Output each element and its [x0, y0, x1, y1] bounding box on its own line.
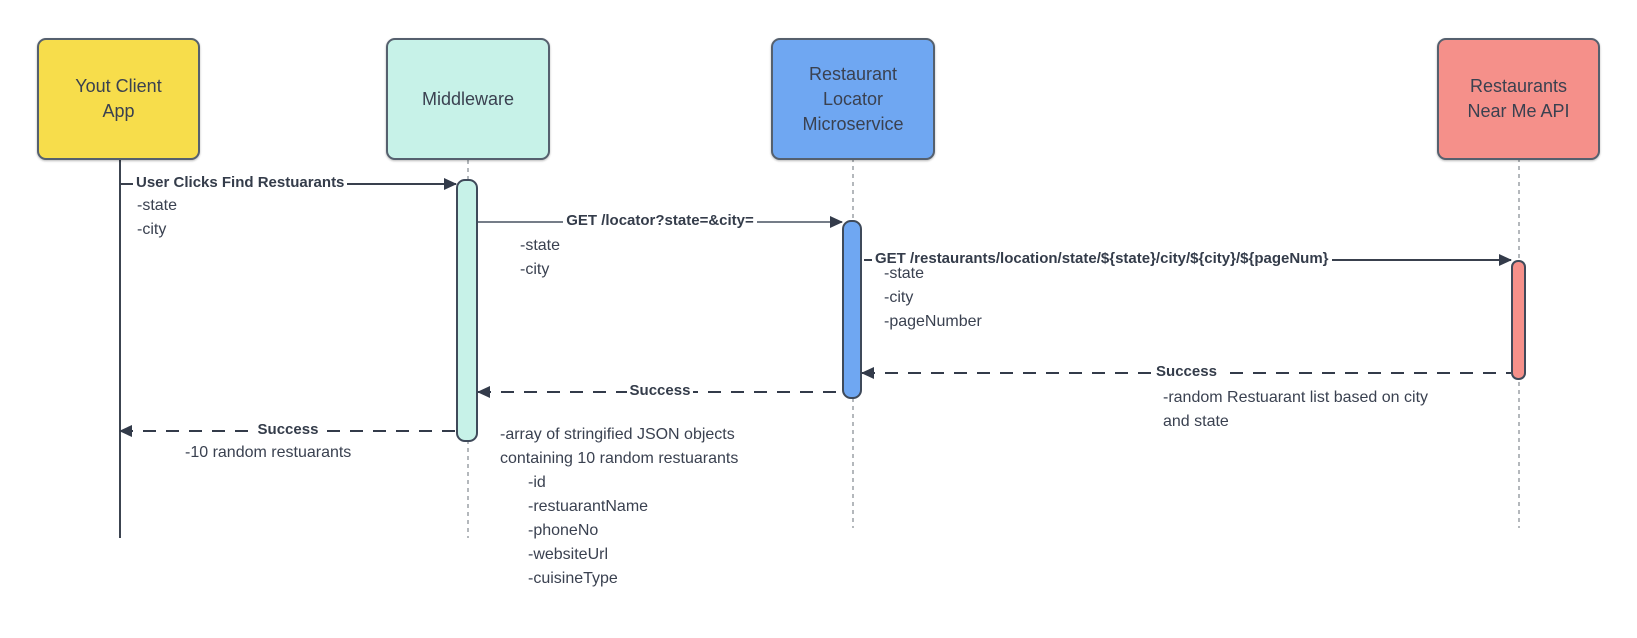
message-user-clicks-find-restaurants: User Clicks Find Restuarants — [120, 173, 457, 193]
message-success-middleware-to-client: Success — [119, 420, 456, 440]
actor-client-app-label: Yout Client App — [75, 76, 162, 121]
message-note: -random Restuarant list based on city an… — [1163, 389, 1429, 430]
lifeline-client — [119, 160, 121, 538]
message-line — [862, 372, 1511, 374]
actor-restaurants-api-label: Restaurants Near Me API — [1467, 76, 1570, 121]
param-line: -city — [137, 221, 167, 238]
message-line — [120, 183, 456, 185]
message-line — [478, 391, 842, 393]
arrowhead-right-icon — [1499, 254, 1512, 266]
message-note: -array of stringified JSON objects conta… — [500, 426, 739, 467]
param-line: -city — [520, 261, 550, 278]
arrowhead-left-icon — [861, 367, 874, 379]
message-params: -state -city — [137, 194, 177, 242]
message-success-locator-to-middleware: Success — [477, 381, 842, 401]
param-line: -city — [884, 289, 914, 306]
field-line: -websiteUrl — [528, 546, 609, 563]
message-fields: -id -restuarantName -phoneNo -websiteUrl… — [528, 471, 648, 591]
arrowhead-right-icon — [444, 178, 457, 190]
field-line: -cuisineType — [528, 570, 618, 587]
activation-bar-middleware — [456, 179, 478, 442]
actor-locator-microservice-label: Restaurant Locator Microservice — [802, 63, 904, 134]
message-get-restaurants: GET /restaurants/location/state/${state}… — [864, 249, 1512, 269]
actor-middleware-label: Middleware — [421, 88, 515, 109]
param-line: -state — [884, 265, 925, 282]
message-line — [478, 221, 842, 223]
actor-client-app: Yout Client App — [37, 38, 200, 160]
actor-locator-microservice: Restaurant Locator Microservice — [771, 38, 935, 160]
param-line: -pageNumber — [884, 313, 982, 330]
message-line — [120, 430, 456, 432]
activation-bar-api — [1511, 260, 1526, 380]
message-success-api-to-locator: Success — [861, 362, 1511, 382]
actor-restaurants-api: Restaurants Near Me API — [1437, 38, 1600, 160]
param-line: -state — [520, 237, 561, 254]
arrowhead-left-icon — [119, 425, 132, 437]
arrowhead-right-icon — [830, 216, 843, 228]
message-note: -10 random restuarants — [185, 444, 352, 461]
message-get-locator: GET /locator?state=&city= — [478, 211, 843, 231]
arrowhead-left-icon — [477, 386, 490, 398]
message-params: -state -city — [520, 234, 560, 282]
field-line: -restuarantName — [528, 498, 649, 515]
activation-bar-locator — [842, 220, 862, 399]
param-line: -state — [137, 197, 178, 214]
message-params: -state -city -pageNumber — [884, 262, 982, 334]
actor-middleware: Middleware — [386, 38, 550, 160]
field-line: -phoneNo — [528, 522, 599, 539]
message-line — [864, 259, 1511, 261]
field-line: -id — [528, 474, 546, 491]
